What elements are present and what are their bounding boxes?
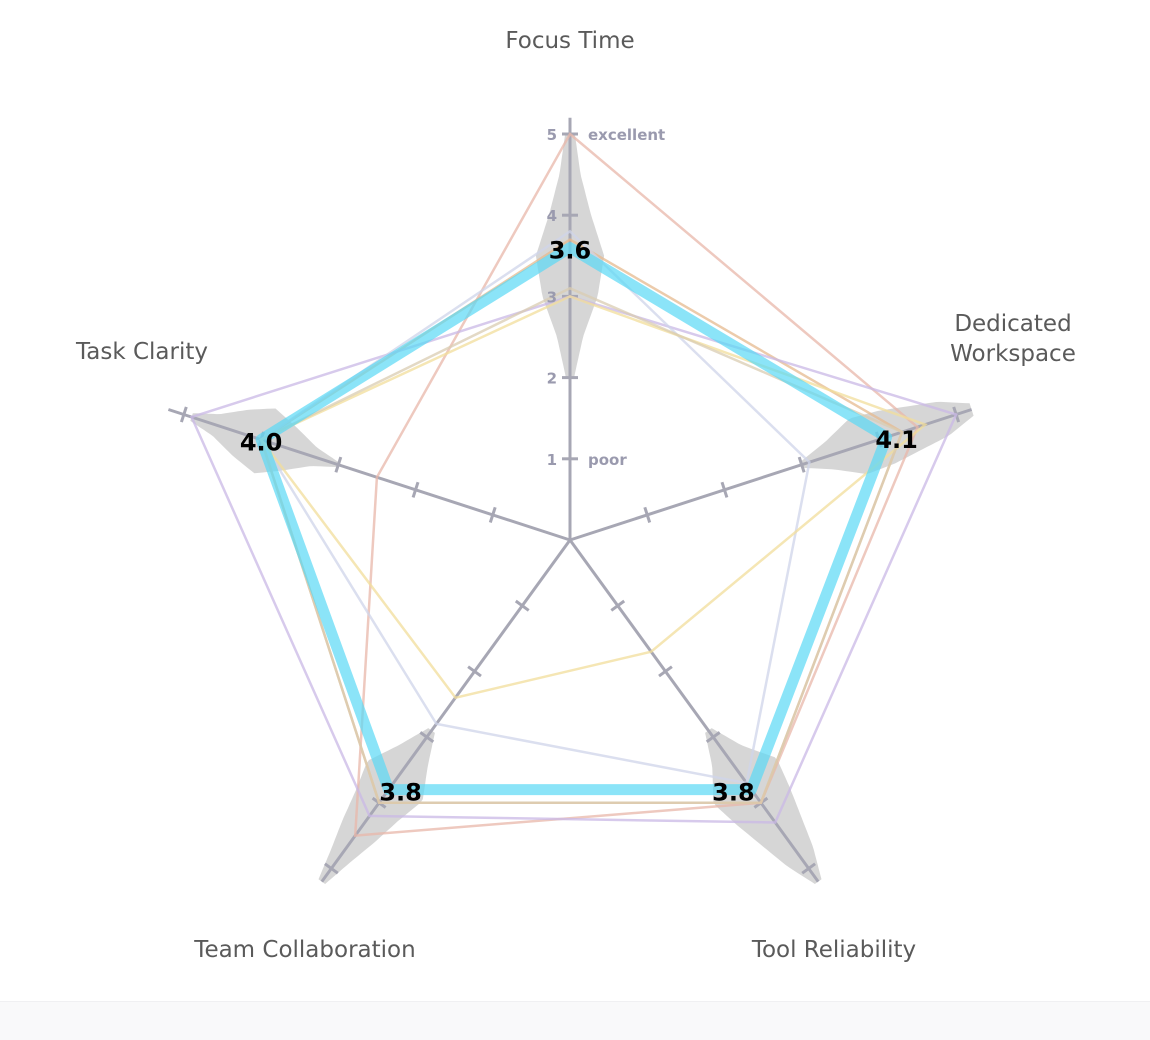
data-label-team-collaboration: 3.8 xyxy=(379,779,422,807)
axis-label-team-collaboration: Team Collaboration xyxy=(193,937,415,963)
tick-mark xyxy=(324,862,339,875)
tick-mark xyxy=(179,406,188,423)
tick-text-poor: poor xyxy=(588,451,627,469)
average-series xyxy=(255,242,893,796)
data-label-dedicated-workspace: 4.1 xyxy=(875,426,918,454)
tick-mark xyxy=(334,456,343,473)
axis-line-dedicated-workspace xyxy=(569,408,973,542)
text-layer: 1 poor 2 3 4 5 excellent 3.6 4.1 3.8 3.8 4.0 Focus T… xyxy=(75,28,1076,963)
tick-label: 5 xyxy=(547,126,557,144)
axis-label-line: Tool Reliability xyxy=(751,937,916,963)
data-label-tool-reliability: 3.8 xyxy=(712,779,755,807)
tick-mark xyxy=(488,506,497,523)
axis-label-focus-time: Focus Time xyxy=(505,28,634,54)
respondent-series-3 xyxy=(189,295,958,824)
axis-label-line: Workspace xyxy=(950,341,1076,367)
tick-mark xyxy=(705,731,721,744)
axes-layer xyxy=(167,117,973,883)
tick-mark xyxy=(801,862,816,875)
data-label-focus-time: 3.6 xyxy=(549,237,592,265)
tick-mark xyxy=(658,665,673,678)
average-layer xyxy=(255,242,893,796)
respondent-series-1 xyxy=(353,132,920,837)
tick-mark xyxy=(720,481,729,498)
data-label-task-clarity: 4.0 xyxy=(240,429,283,457)
tick-mark xyxy=(514,599,530,612)
axis-label-tool-reliability: Tool Reliability xyxy=(751,937,916,963)
axis-line-task-clarity xyxy=(167,408,571,542)
tick-mark xyxy=(797,456,806,473)
axis-line-team-collaboration xyxy=(320,539,572,883)
axis-label-line: Focus Time xyxy=(505,28,634,54)
respondent-series-5 xyxy=(259,295,928,700)
tick-label: 2 xyxy=(547,370,557,388)
axis-line-tool-reliability xyxy=(568,539,820,883)
axis-label-task-clarity: Task Clarity xyxy=(75,339,208,365)
axis-label-line: Task Clarity xyxy=(75,339,208,365)
tick-text-excellent: excellent xyxy=(588,126,665,144)
tick-label: 3 xyxy=(547,288,557,306)
footer-band xyxy=(0,1001,1150,1040)
axis-label-line: Dedicated xyxy=(954,311,1071,337)
tick-label: 1 xyxy=(547,451,557,469)
tick-mark xyxy=(610,599,626,612)
axis-label-line: Team Collaboration xyxy=(193,937,415,963)
tick-mark xyxy=(411,481,420,498)
tick-mark xyxy=(419,731,435,744)
tick-mark xyxy=(643,506,652,523)
tick-label: 4 xyxy=(547,207,557,225)
respondent-series-4 xyxy=(259,229,811,785)
tick-mark xyxy=(467,665,482,678)
